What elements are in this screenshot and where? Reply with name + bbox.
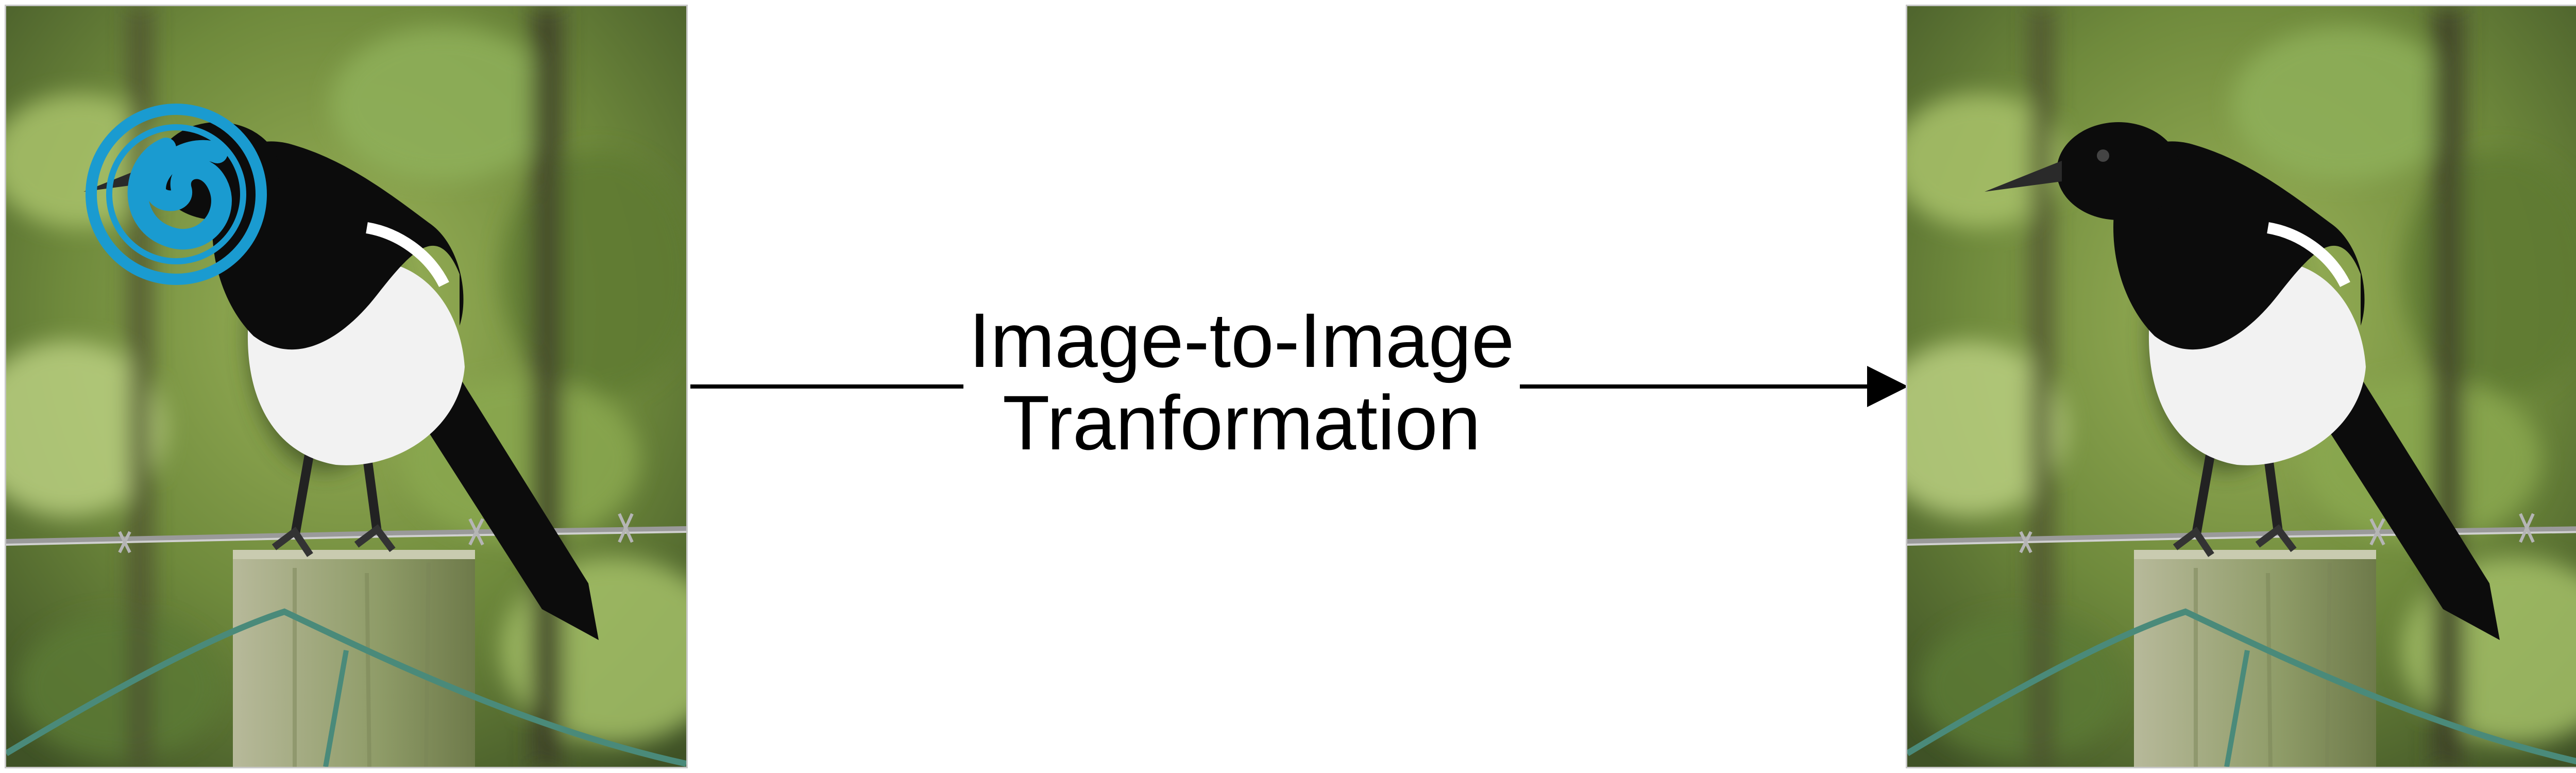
output-image-panel	[1907, 6, 2576, 767]
input-magpie-image	[6, 6, 686, 767]
transformation-label: Image-to-Image Tranformation	[963, 299, 1520, 464]
label-line-1: Image-to-Image	[969, 297, 1515, 383]
output-magpie-image	[1907, 6, 2576, 767]
input-image-panel	[6, 6, 686, 767]
label-line-2: Tranformation	[1002, 379, 1481, 466]
spiral-logo-icon	[86, 104, 267, 285]
